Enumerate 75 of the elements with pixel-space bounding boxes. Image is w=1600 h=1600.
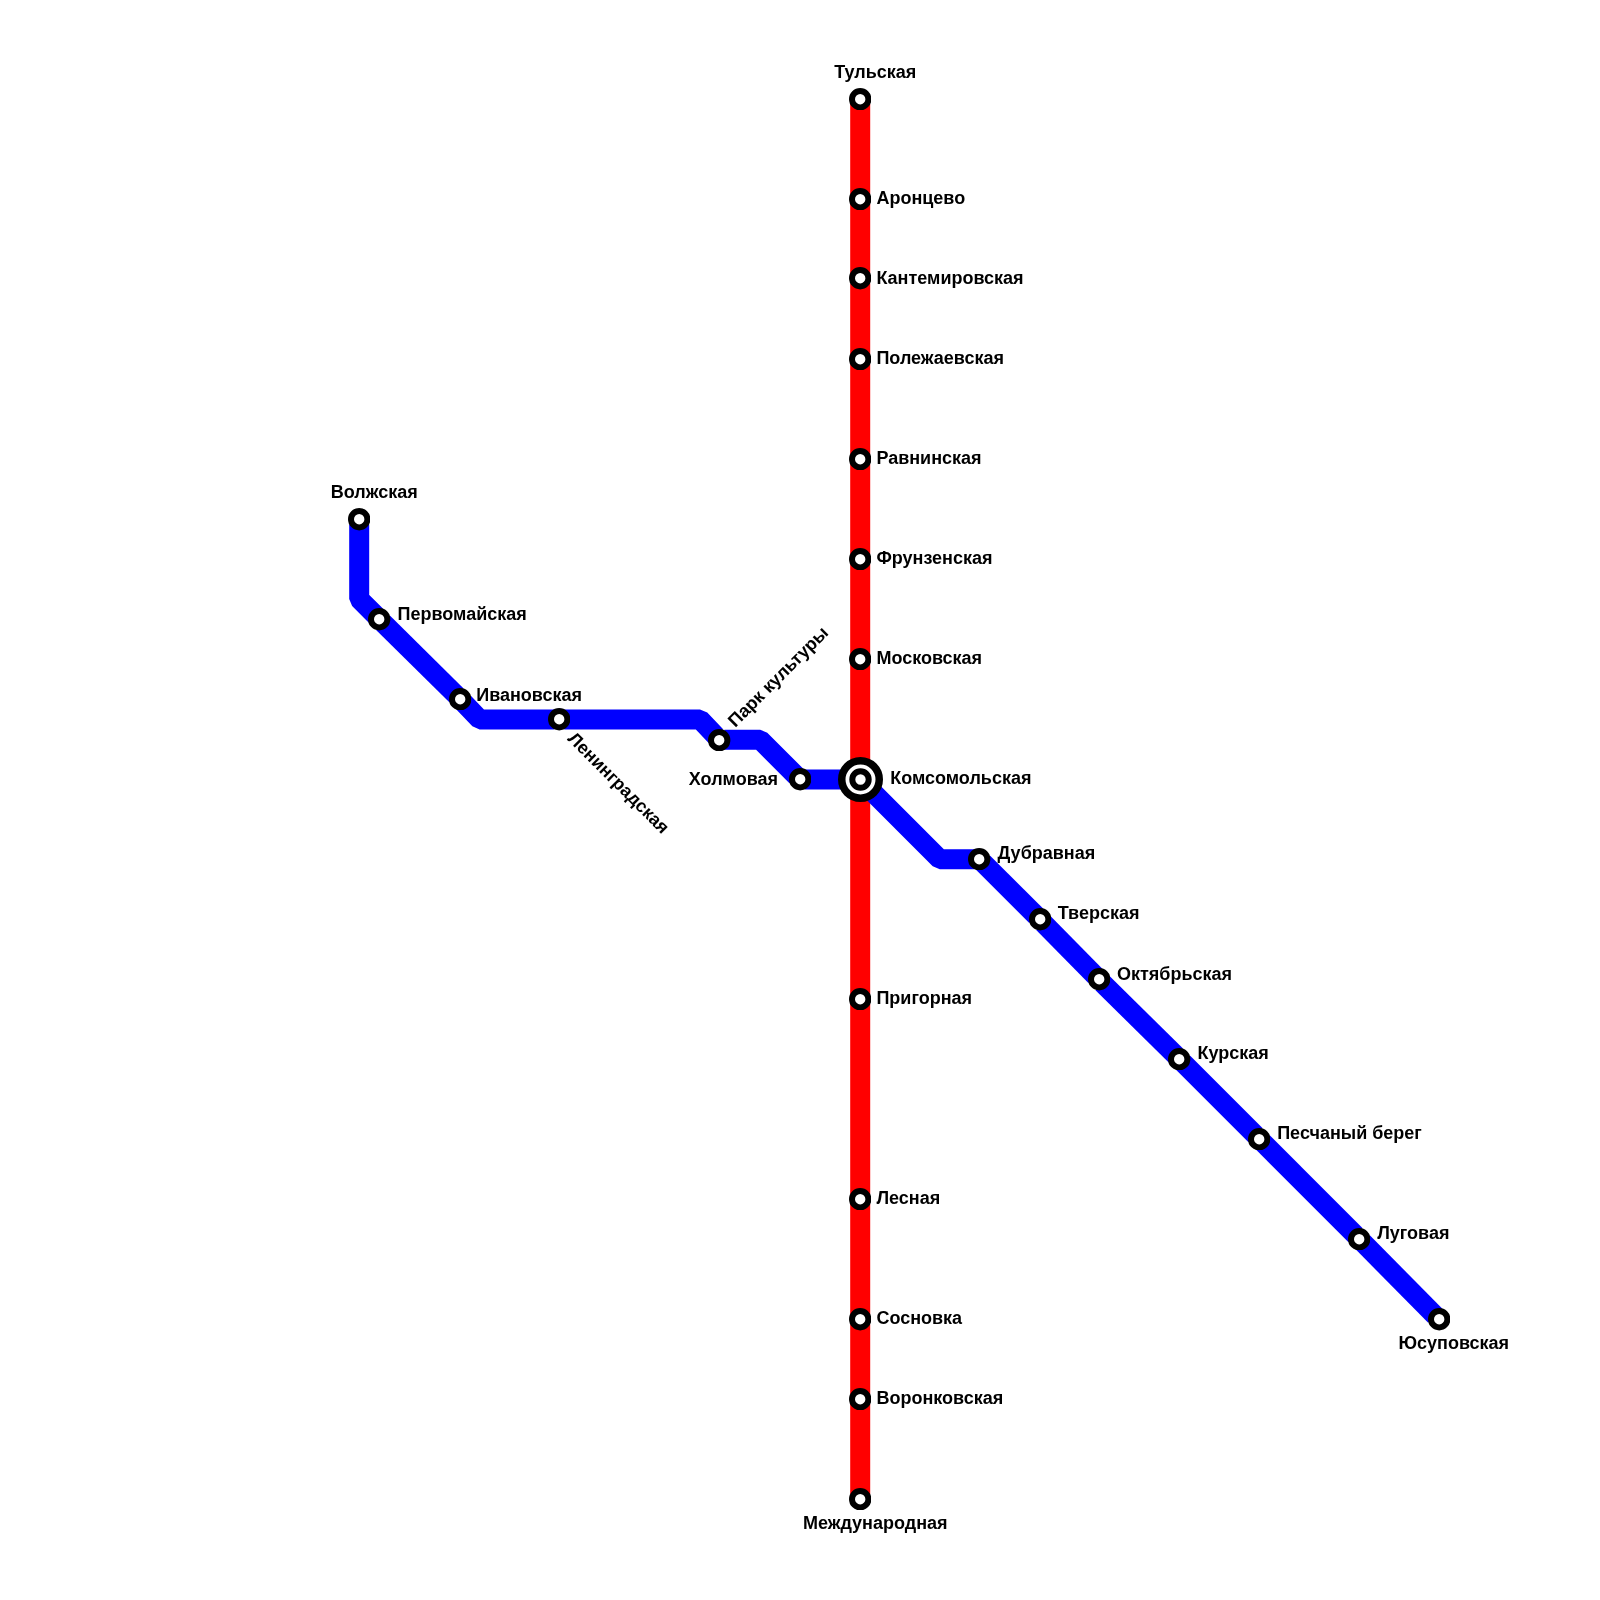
station-icon — [849, 647, 872, 671]
station-icon — [968, 847, 991, 871]
station-name: Аронцево — [876, 188, 966, 207]
metro-line — [850, 364, 871, 455]
station-name: Международная — [802, 1513, 948, 1532]
interchange-station-icon — [837, 757, 883, 803]
station-icon — [849, 1187, 872, 1211]
station-icon — [708, 728, 731, 751]
station-name: Первомайская — [397, 605, 527, 624]
metro-line — [349, 524, 384, 623]
station-icon — [849, 447, 872, 471]
station-icon — [1427, 1308, 1450, 1331]
station-icon — [849, 187, 872, 211]
station-icon — [849, 1308, 872, 1331]
station-name: Равнинская — [876, 449, 982, 468]
station-name: Курская — [1197, 1044, 1269, 1063]
station-icon — [1087, 968, 1111, 991]
station-icon — [849, 987, 872, 1011]
metro-line — [866, 785, 975, 870]
metro-line — [376, 615, 464, 703]
station-name: Октябрьская — [1116, 964, 1232, 983]
station-name: Фрунзенская — [876, 549, 993, 568]
station-name: Тверская — [1057, 904, 1140, 923]
station-name: Дубравная — [997, 844, 1096, 863]
station-icon — [1347, 1227, 1371, 1250]
station-icon — [547, 708, 571, 731]
metro-line — [850, 1404, 871, 1494]
metro-line — [1176, 1055, 1263, 1143]
station-name: Луговая — [1377, 1223, 1450, 1242]
metro-line — [1255, 1135, 1363, 1243]
station-name: Лесная — [876, 1188, 941, 1207]
metro-line — [850, 204, 871, 274]
station-name: Московская — [876, 649, 983, 668]
station-icon — [849, 1387, 872, 1411]
station-icon — [1247, 1127, 1271, 1150]
station-icon — [849, 1487, 872, 1511]
station-icon — [368, 608, 391, 631]
station-icon — [449, 687, 472, 711]
metro-line — [850, 1204, 871, 1315]
metro-line — [850, 283, 871, 355]
station-icon — [788, 768, 812, 791]
metro-line — [1095, 975, 1184, 1063]
metro-line — [850, 664, 871, 761]
station-name: Волжская — [330, 483, 418, 502]
metro-line — [456, 695, 555, 730]
station-name: Холмовая — [688, 769, 778, 788]
metro-line — [564, 709, 724, 744]
station-icon — [1028, 908, 1051, 931]
station-icon — [849, 547, 872, 571]
metro-line — [805, 769, 842, 790]
metro-line — [850, 464, 871, 555]
metro-line — [1355, 1235, 1443, 1323]
metro-line — [850, 104, 871, 194]
station-name: Воронковская — [876, 1388, 1004, 1407]
station-name: Песчаный берег — [1277, 1123, 1422, 1142]
metro-line — [850, 1324, 871, 1394]
station-icon — [849, 87, 872, 111]
station-name: Пригорная — [876, 988, 973, 1007]
station-icon — [849, 267, 872, 290]
metro-line — [850, 564, 871, 655]
metro-line — [1036, 915, 1103, 984]
station-icon — [849, 347, 872, 371]
station-name: Сосновка — [876, 1309, 963, 1328]
station-name: Кантемировская — [876, 268, 1024, 287]
station-icon — [347, 508, 371, 531]
metro-line — [976, 855, 1044, 923]
station-name: Юсуповская — [1398, 1334, 1510, 1353]
station-name: Полежаевская — [876, 349, 1004, 368]
station-name: Тульская — [834, 62, 917, 81]
metro-line — [724, 729, 804, 784]
metro-line — [850, 798, 871, 994]
station-name: Комсомольская — [890, 768, 1032, 787]
metro-line — [850, 1004, 871, 1194]
station-icon — [1168, 1047, 1191, 1071]
station-name: Ивановская — [476, 685, 582, 704]
